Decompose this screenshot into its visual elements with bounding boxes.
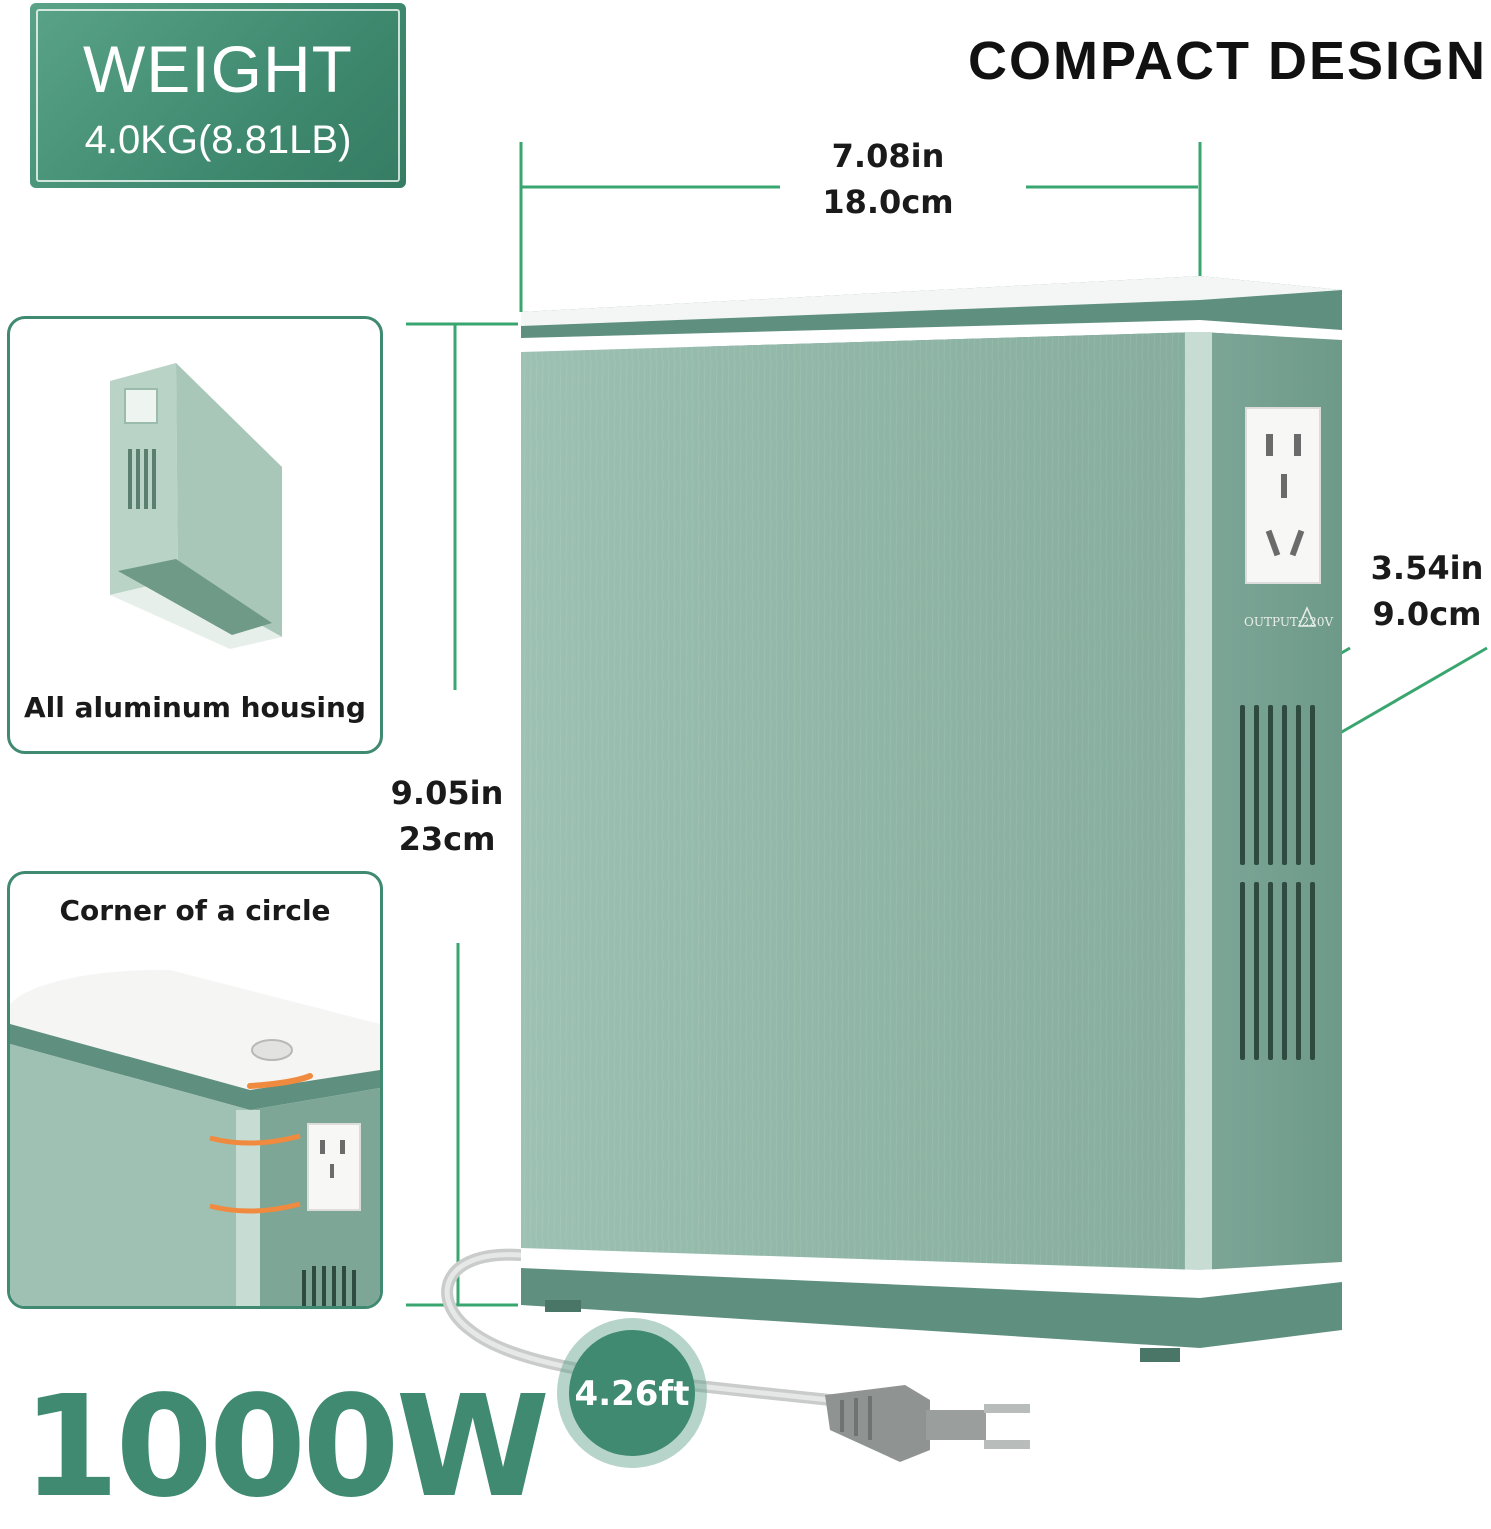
height-inches: 9.05in bbox=[390, 774, 504, 812]
cord-length-badge-core: 4.26ft bbox=[569, 1330, 695, 1456]
cord-length-label: 4.26ft bbox=[574, 1374, 690, 1414]
height-dimension-lines bbox=[406, 322, 518, 1307]
height-centimeters: 23cm bbox=[398, 820, 496, 858]
width-dimension-lines bbox=[519, 142, 1202, 312]
depth-inches: 3.54in bbox=[1370, 549, 1484, 587]
width-centimeters: 18.0cm bbox=[822, 183, 954, 221]
side-vents bbox=[1240, 705, 1315, 1060]
weight-value: 4.0KG(8.81LB) bbox=[84, 118, 352, 162]
weight-title: WEIGHT bbox=[83, 32, 353, 106]
corner-panel: Corner of a circle bbox=[7, 871, 383, 1309]
corner-illustration bbox=[10, 969, 380, 1306]
housing-caption: All aluminum housing bbox=[24, 691, 366, 724]
corner-caption: Corner of a circle bbox=[59, 894, 331, 927]
page-heading: COMPACT DESIGN bbox=[967, 31, 1487, 91]
width-label: 7.08in 18.0cm bbox=[790, 133, 986, 225]
housing-illustration bbox=[110, 363, 282, 649]
height-label: 9.05in 23cm bbox=[372, 770, 522, 862]
depth-label: 3.54in 9.0cm bbox=[1352, 545, 1491, 637]
transformer-body: OUTPUT:220V bbox=[521, 276, 1342, 1362]
outlet-label: OUTPUT:220V bbox=[1244, 615, 1333, 629]
width-inches: 7.08in bbox=[831, 137, 945, 175]
power-rating: 1000W bbox=[22, 1366, 550, 1529]
housing-panel: All aluminum housing bbox=[7, 316, 383, 754]
depth-centimeters: 9.0cm bbox=[1372, 595, 1482, 633]
weight-badge-border bbox=[36, 9, 400, 182]
cord-length-badge: 4.26ft bbox=[557, 1318, 707, 1468]
weight-badge: WEIGHT 4.0KG(8.81LB) bbox=[30, 3, 406, 188]
